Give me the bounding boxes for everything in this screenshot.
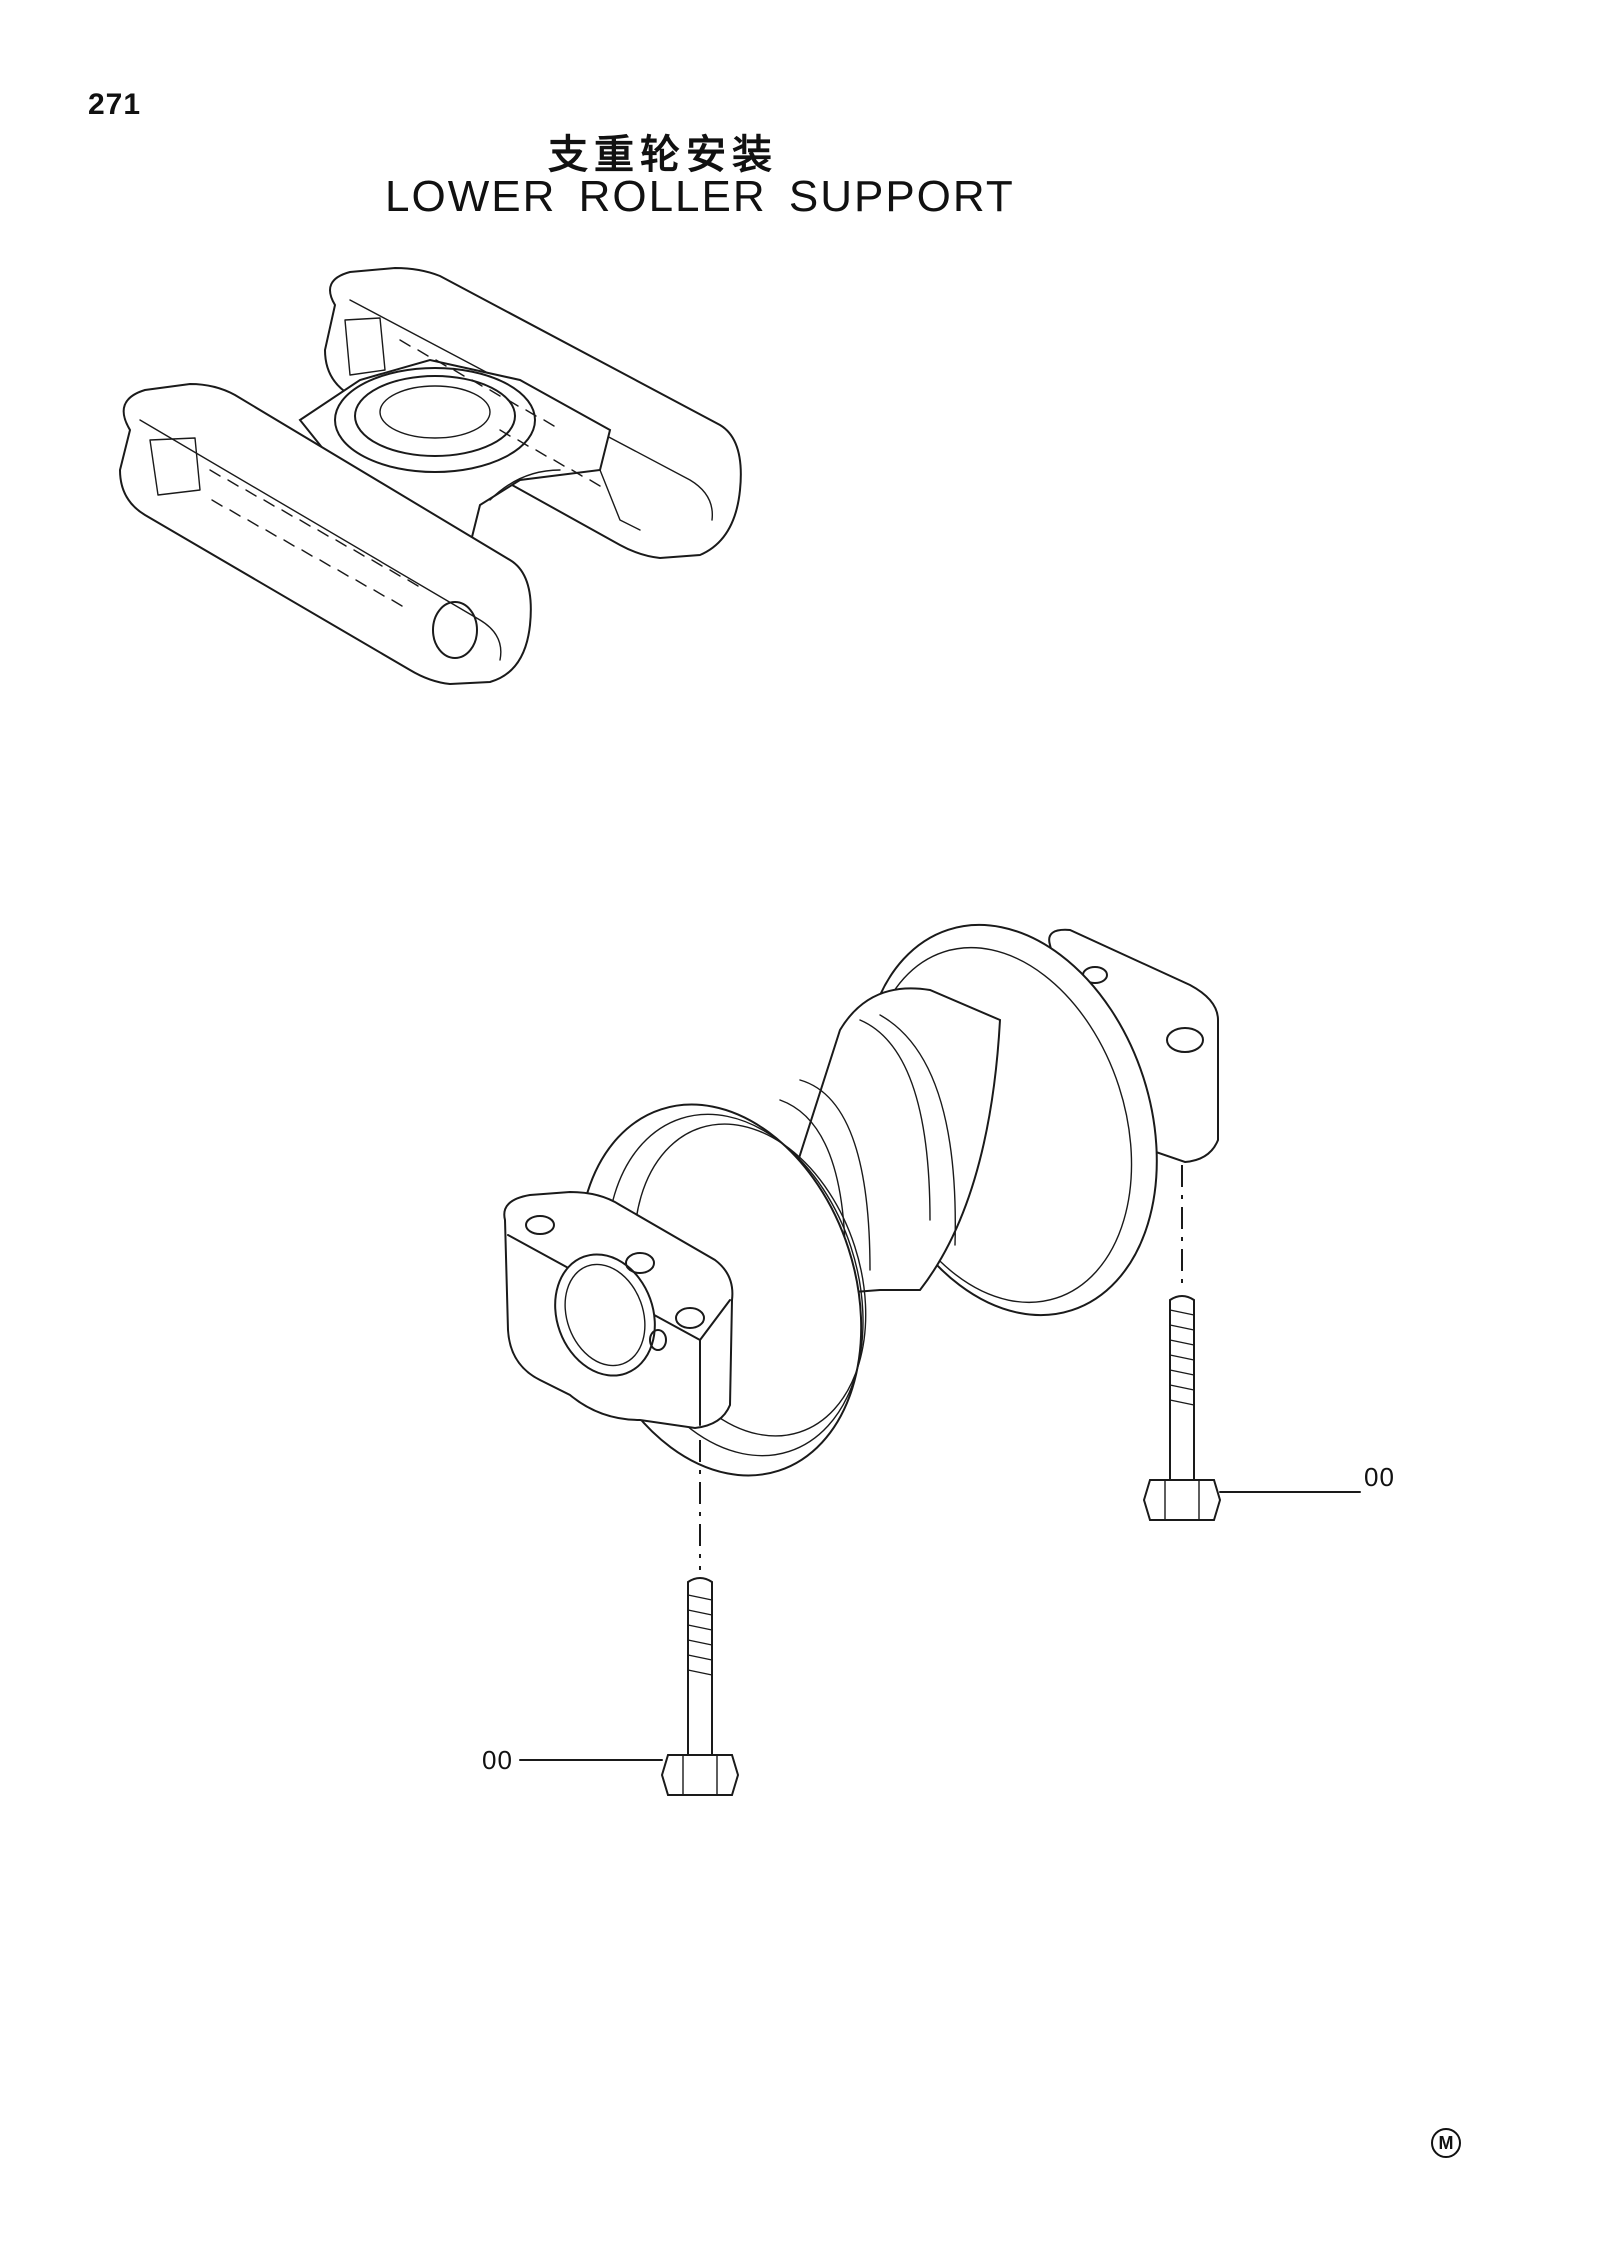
page-number: 271 xyxy=(88,88,142,121)
undercarriage-overview xyxy=(118,266,742,686)
callout-label-right-bolt: 00 xyxy=(1364,1462,1395,1492)
bolt-right xyxy=(1142,1165,1361,1521)
callout-label-left-bolt: 00 xyxy=(482,1745,513,1775)
page-title-chinese: 支重轮安装 xyxy=(548,132,778,178)
manufacturer-mark: M xyxy=(1431,2128,1461,2158)
page-title-english: LOWER ROLLER SUPPORT xyxy=(385,172,1015,221)
bolt-left xyxy=(519,1440,740,1796)
lower-roller xyxy=(503,923,1219,1477)
